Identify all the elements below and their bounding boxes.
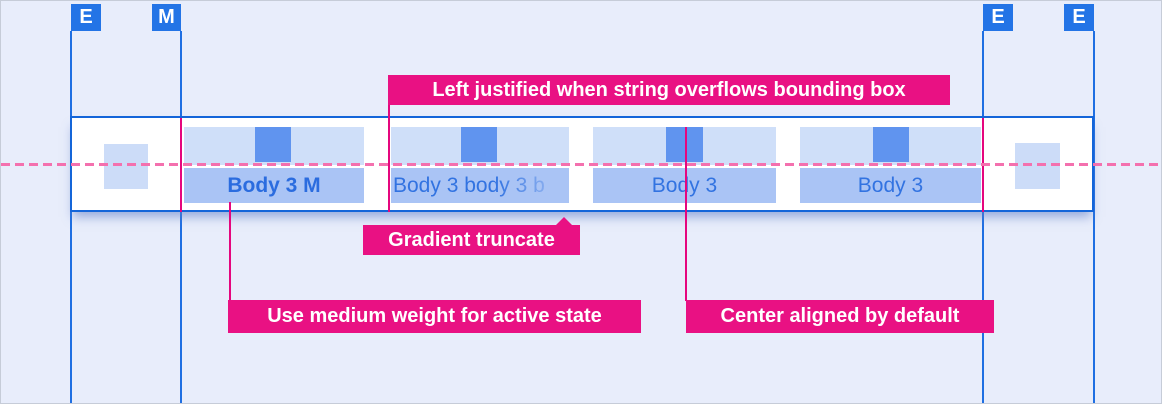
- callout-left-justified: Left justified when string overflows bou…: [388, 75, 950, 105]
- measure-badge-m: M: [152, 4, 181, 31]
- callout-center-aligned: Center aligned by default: [686, 300, 994, 333]
- guide-line-right-margin: [982, 31, 984, 403]
- measure-badge-e-right-outer: E: [1064, 4, 1094, 31]
- callout-gradient-truncate: Gradient truncate: [363, 217, 580, 255]
- guide-line-left-margin: [180, 31, 182, 403]
- pointer-line-medium-weight: [229, 202, 231, 301]
- tab-icon-placeholder: [255, 127, 291, 162]
- tab-icon-placeholder: [666, 127, 703, 162]
- guide-line-left-edge: [70, 31, 72, 403]
- tab-icon-placeholder: [873, 127, 909, 162]
- left-placeholder-square: [104, 144, 148, 189]
- pointer-line-center-aligned: [685, 127, 687, 301]
- tab-label-text: Body 3 body 3 b: [393, 174, 545, 197]
- tab-item-active[interactable]: Body 3 M: [184, 127, 364, 203]
- callout-caret-icon: [556, 217, 572, 225]
- center-dashed-line: [1, 163, 1161, 166]
- tab-label: Body 3 M: [184, 168, 364, 203]
- tab-item-default-1[interactable]: Body 3: [593, 127, 776, 203]
- guide-line-right-edge: [1093, 31, 1095, 403]
- tab-item-truncated[interactable]: Body 3 body 3 b: [391, 127, 569, 203]
- tab-icon-placeholder: [461, 127, 497, 162]
- tab-label: Body 3: [593, 168, 776, 203]
- pointer-line-left-justified: [388, 105, 390, 212]
- tab-item-default-2[interactable]: Body 3: [800, 127, 981, 203]
- callout-medium-weight: Use medium weight for active state: [228, 300, 641, 333]
- tab-label: Body 3: [800, 168, 981, 203]
- tab-label: Body 3 body 3 b: [391, 168, 569, 203]
- measure-badge-e-left: E: [71, 4, 101, 31]
- callout-label: Gradient truncate: [388, 228, 555, 251]
- right-placeholder-square: [1015, 143, 1060, 189]
- measure-badge-e-right-inner: E: [983, 4, 1013, 31]
